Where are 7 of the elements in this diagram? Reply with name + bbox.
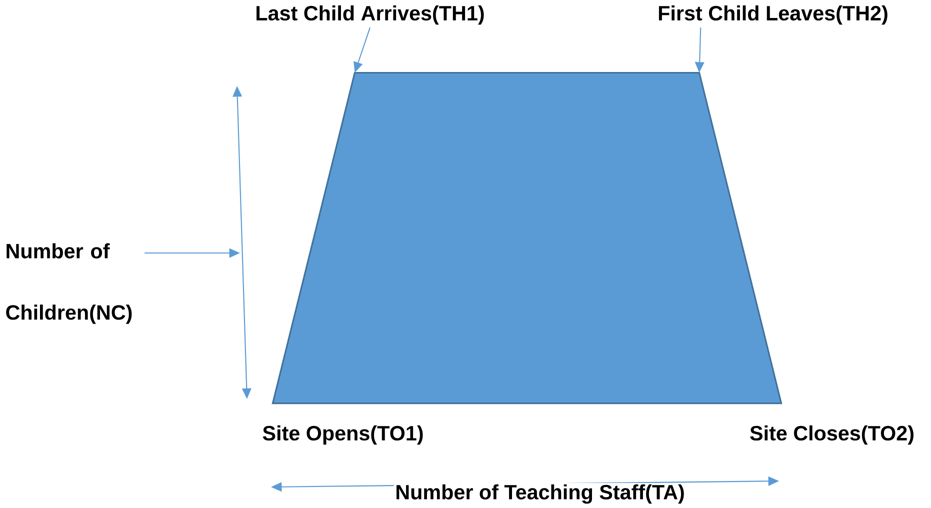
axis-label: Number of Teaching Staff(TA) bbox=[394, 483, 686, 506]
axis-label: Site Closes(TO2) bbox=[750, 425, 914, 445]
corner-label: Last Child Arrives(TH1) bbox=[256, 5, 484, 25]
axis-label: Number of Children(NC) bbox=[6, 243, 132, 324]
corner-label: First Child Leaves(TH2) bbox=[658, 5, 888, 25]
trapezoid-shape bbox=[272, 72, 782, 404]
axis-label: Site Opens(TO1) bbox=[262, 425, 423, 445]
